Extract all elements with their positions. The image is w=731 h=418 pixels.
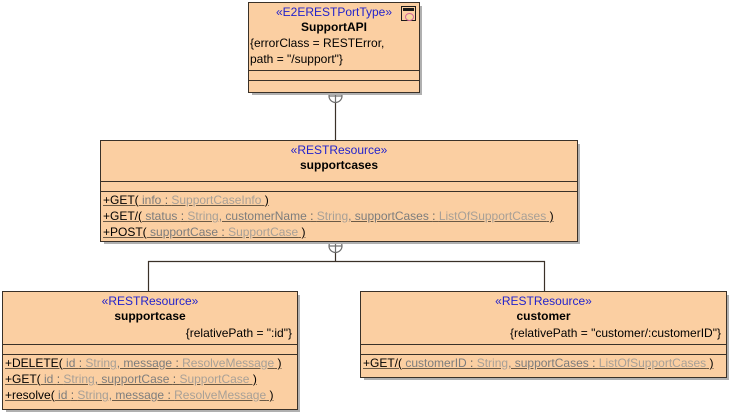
attributes-compartment-supportcases (101, 181, 577, 191)
containment-connector-supportapi-supportcases[interactable] (328, 88, 343, 141)
class-box-supportapi[interactable]: «E2ERESTPortType» SupportAPI {errorClass… (248, 2, 420, 93)
attributes-compartment-supportcase (3, 344, 297, 354)
operation-row[interactable]: +GET/( status : String, customerName : S… (101, 208, 577, 224)
operation-signature: +resolve( id : String, message : Resolve… (5, 388, 274, 402)
operation-signature: +GET( info : SupportCaseInfo ) (103, 193, 269, 207)
containment-connector-supportcases-children[interactable] (147, 238, 546, 292)
class-name: supportcases (299, 158, 379, 172)
class-box-supportcases[interactable]: «RESTResource» supportcases +GET( info :… (100, 140, 578, 242)
port-type-icon (401, 6, 416, 21)
operations-compartment-supportcase: +DELETE( id : String, message : ResolveM… (3, 354, 297, 403)
operation-signature: +GET/( status : String, customerName : S… (103, 209, 554, 223)
operation-row[interactable]: +GET( info : SupportCaseInfo ) (101, 192, 577, 208)
operations-compartment-supportcases: +GET( info : SupportCaseInfo ) +GET/( st… (101, 191, 577, 240)
class-stereotype: «RESTResource» (101, 294, 199, 308)
class-header-supportapi: «E2ERESTPortType» SupportAPI {errorClass… (249, 3, 419, 70)
class-header-supportcase: «RESTResource» supportcase {relativePath… (3, 292, 297, 344)
operation-row[interactable]: +resolve( id : String, message : Resolve… (3, 387, 297, 403)
class-name: customer (516, 309, 571, 323)
operations-compartment-supportapi (249, 80, 419, 90)
class-tagged-values: {relativePath = "customer/:customerID"} (510, 326, 721, 340)
class-property-line-2: path = "/support"} (250, 52, 343, 66)
class-stereotype: «E2ERESTPortType» (275, 5, 393, 19)
operation-signature: +DELETE( id : String, message : ResolveM… (5, 356, 282, 370)
class-name: SupportAPI (301, 20, 367, 34)
class-tagged-values: {relativePath = ":id"} (185, 326, 292, 340)
attributes-compartment-customer (361, 344, 726, 354)
class-box-supportcase[interactable]: «RESTResource» supportcase {relativePath… (2, 291, 298, 410)
operation-row[interactable]: +GET/( customerID : String, supportCases… (361, 355, 726, 371)
operation-signature: +GET( id : String, supportCase : Support… (5, 372, 257, 386)
class-property-line-1: {errorClass = RESTError, (250, 36, 385, 50)
operation-row[interactable]: +DELETE( id : String, message : ResolveM… (3, 355, 297, 371)
operation-row[interactable]: +GET( id : String, supportCase : Support… (3, 371, 297, 387)
attributes-compartment-supportapi (249, 70, 419, 80)
operation-row[interactable]: +POST( supportCase : SupportCase ) (101, 224, 577, 240)
operations-compartment-customer: +GET/( customerID : String, supportCases… (361, 354, 726, 371)
class-box-customer[interactable]: «RESTResource» customer {relativePath = … (360, 291, 727, 378)
class-header-customer: «RESTResource» customer {relativePath = … (361, 292, 726, 344)
class-name: supportcase (114, 309, 186, 323)
class-header-supportcases: «RESTResource» supportcases (101, 141, 577, 181)
operation-signature: +POST( supportCase : SupportCase ) (103, 225, 306, 239)
class-stereotype: «RESTResource» (290, 143, 388, 157)
operation-signature: +GET/( customerID : String, supportCases… (363, 356, 714, 370)
class-stereotype: «RESTResource» (495, 294, 592, 308)
